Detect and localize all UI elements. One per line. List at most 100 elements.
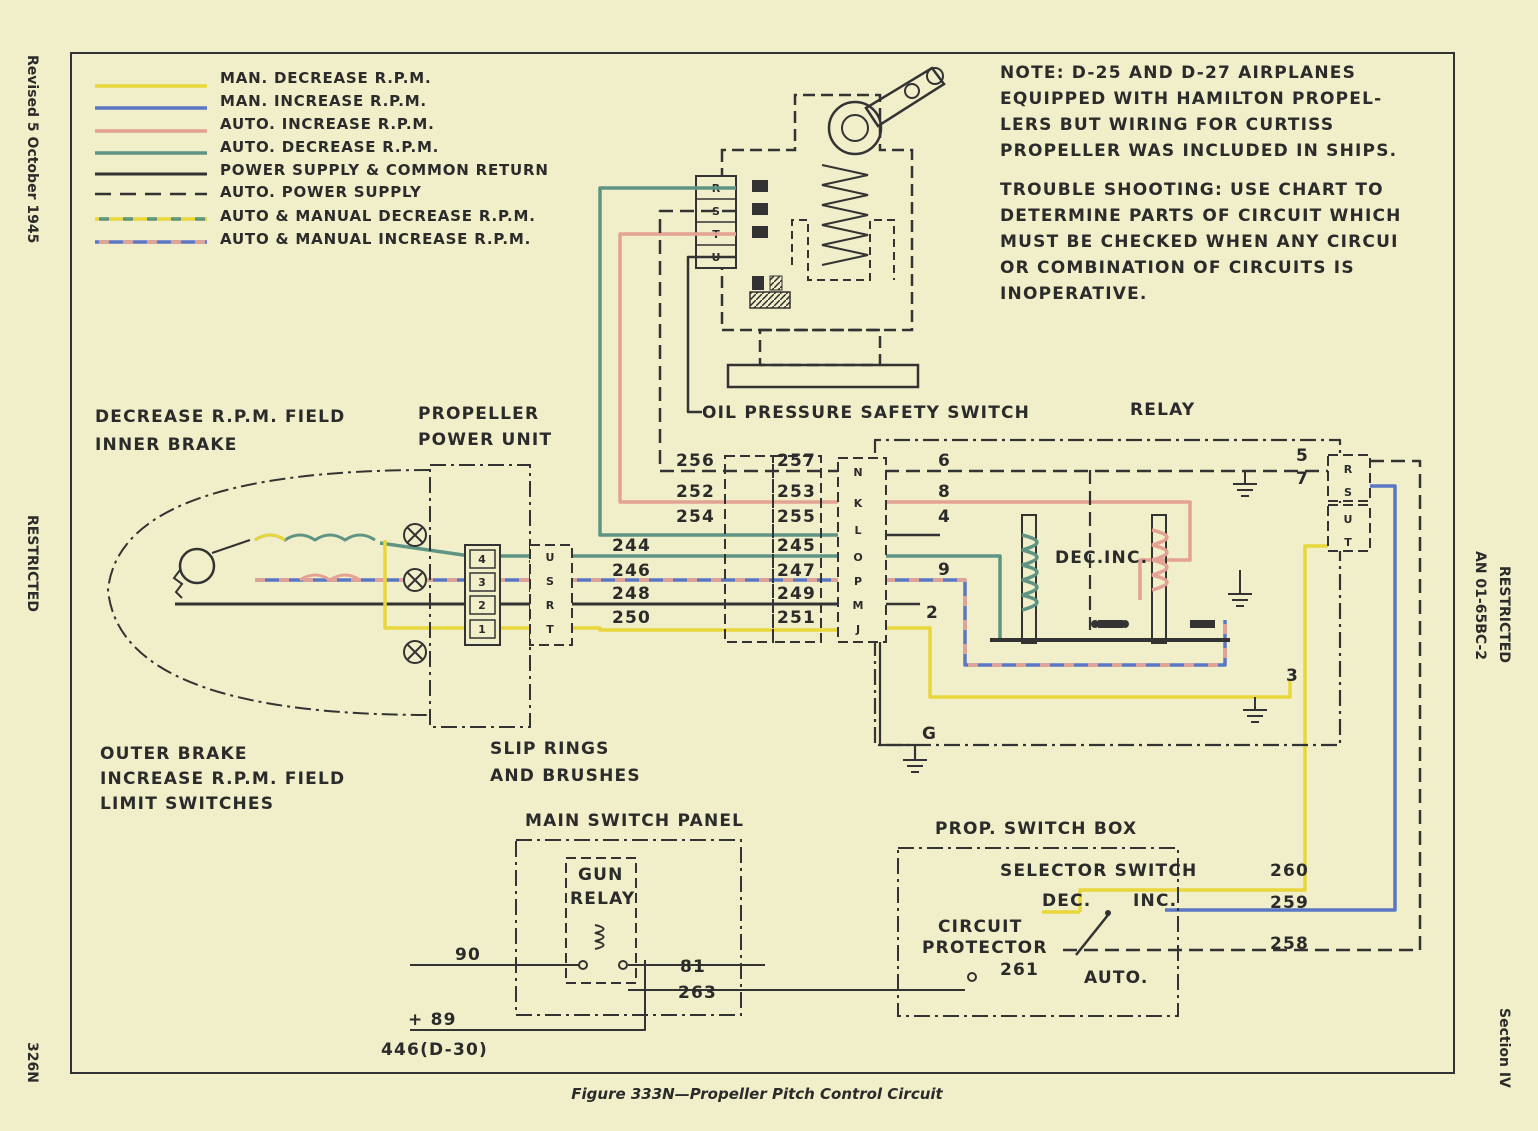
legend-label-4: AUTO. DECREASE R.P.M.	[220, 138, 439, 156]
margin-doc-number: AN 01-65BC-2	[1472, 551, 1488, 660]
label-auto: AUTO.	[1084, 968, 1149, 988]
legend-label-8: AUTO & MANUAL INCREASE R.P.M.	[220, 230, 531, 248]
wiring	[175, 186, 1422, 1031]
relay-pin-r: R	[1344, 463, 1353, 476]
wire-258: 258	[1270, 934, 1309, 954]
margin-page-number: 326N	[24, 1042, 40, 1083]
label-outer-1: OUTER BRAKE	[100, 744, 248, 764]
brush-pin-r: R	[546, 599, 555, 612]
term-6: 6	[938, 451, 951, 471]
legend-label-6: AUTO. POWER SUPPLY	[220, 183, 422, 201]
label-relay-dec: DEC.	[1055, 548, 1104, 568]
prop-switch-box	[897, 847, 1179, 1017]
label-relay-gun: RELAY	[570, 889, 635, 909]
brush-pin-s: S	[546, 575, 554, 588]
wire-254: 254	[676, 507, 715, 527]
wire-446: 446(D-30)	[381, 1040, 488, 1060]
relay-pin-s: S	[1344, 486, 1352, 499]
oil-pin-s: S	[712, 205, 720, 218]
label-outer-3: LIMIT SWITCHES	[100, 794, 274, 814]
term-2: 2	[926, 603, 939, 623]
wire-89: + 89	[408, 1010, 457, 1030]
legend-label-2: MAN. INCREASE R.P.M.	[220, 92, 427, 110]
note-block: NOTE: D-25 AND D-27 AIRPLANES EQUIPPED W…	[1000, 63, 1402, 304]
legend-label-7: AUTO & MANUAL DECREASE R.P.M.	[220, 207, 536, 225]
relay-plug: N K L O P M J	[837, 457, 887, 643]
oil-switch-label: OIL PRESSURE SAFETY SWITCH	[702, 403, 1030, 423]
label-prop-power-2: POWER UNIT	[418, 430, 552, 450]
label-prop-box: PROP. SWITCH BOX	[935, 819, 1137, 839]
label-relay: RELAY	[1130, 400, 1195, 420]
label-circuit: CIRCUIT	[938, 917, 1023, 937]
wire-248: 248	[612, 584, 651, 604]
margin-restricted-right: RESTRICTED	[1496, 566, 1512, 663]
label-protector: PROTECTOR	[922, 938, 1048, 958]
wire-250: 250	[612, 608, 651, 628]
wire-251: 251	[777, 608, 816, 628]
figure-caption: Figure 333N—Propeller Pitch Control Circ…	[571, 1085, 943, 1103]
term-g: G	[922, 724, 937, 744]
junction-block	[724, 455, 822, 643]
label-dec-field-1: DECREASE R.P.M. FIELD	[95, 407, 345, 427]
plug-pin-o: O	[853, 551, 862, 564]
label-dec-field-2: INNER BRAKE	[95, 435, 238, 455]
label-gun: GUN	[578, 865, 624, 885]
trouble-line-3: MUST BE CHECKED WHEN ANY CIRCUI	[1000, 232, 1399, 252]
slip-rings: 4 3 2 1	[464, 544, 501, 646]
plug-pin-l: L	[854, 524, 861, 537]
label-prop-power-1: PROPELLER	[418, 404, 539, 424]
wire-90: 90	[455, 945, 481, 965]
wire-246: 246	[612, 561, 651, 581]
plug-pin-k: K	[854, 497, 863, 510]
wire-244: 244	[612, 536, 651, 556]
wire-81: 81	[680, 957, 706, 977]
plug-pin-n: N	[853, 466, 862, 479]
label-relay-inc: INC.	[1104, 548, 1148, 568]
grounds	[903, 470, 1267, 773]
term-7: 7	[1296, 469, 1309, 489]
propeller-motor	[106, 464, 531, 728]
wire-257: 257	[777, 451, 816, 471]
ring-pin-1: 1	[478, 623, 486, 636]
relay-terminals: R S U T	[1327, 454, 1371, 552]
note-line-2: EQUIPPED WITH HAMILTON PROPEL-	[1000, 89, 1382, 109]
wire-256: 256	[676, 451, 715, 471]
ring-pin-4: 4	[478, 553, 486, 566]
wire-252: 252	[676, 482, 715, 502]
wire-261: 261	[1000, 960, 1039, 980]
trouble-line-1: TROUBLE SHOOTING: USE CHART TO	[1000, 180, 1384, 200]
wire-260: 260	[1270, 861, 1309, 881]
plug-pin-m: M	[853, 599, 864, 612]
brush-pin-t: T	[546, 623, 554, 636]
legend-label-3: AUTO. INCREASE R.P.M.	[220, 115, 435, 133]
wire-249: 249	[777, 584, 816, 604]
note-line-4: PROPELLER WAS INCLUDED IN SHIPS.	[1000, 141, 1397, 161]
wire-263: 263	[678, 983, 717, 1003]
trouble-line-2: DETERMINE PARTS OF CIRCUIT WHICH	[1000, 206, 1402, 226]
label-sel-dec: DEC.	[1042, 891, 1091, 911]
relay-coils	[990, 514, 1230, 644]
term-5: 5	[1296, 446, 1309, 466]
term-3: 3	[1286, 666, 1299, 686]
brush-connector: U S R T	[529, 544, 573, 646]
note-line-1: NOTE: D-25 AND D-27 AIRPLANES	[1000, 63, 1356, 83]
label-outer-2: INCREASE R.P.M. FIELD	[100, 769, 345, 789]
label-selector: SELECTOR SWITCH	[1000, 861, 1197, 881]
margin-section: Section IV	[1496, 1008, 1512, 1088]
wire-247: 247	[777, 561, 816, 581]
term-9: 9	[938, 560, 951, 580]
brush-pin-u: U	[546, 551, 555, 564]
label-slip-1: SLIP RINGS	[490, 739, 610, 759]
main-switch-panel	[515, 839, 742, 1016]
relay-pin-u: U	[1344, 513, 1353, 526]
wire-numbers: 256 252 254 257 253 255 244 246 248 250 …	[381, 446, 1309, 1060]
note-line-3: LERS BUT WIRING FOR CURTISS	[1000, 115, 1334, 135]
page-border	[70, 52, 1455, 1074]
wire-245: 245	[777, 536, 816, 556]
plug-pin-j: J	[855, 623, 860, 636]
legend-label-1: MAN. DECREASE R.P.M.	[220, 69, 431, 87]
margin-restricted-left: RESTRICTED	[24, 515, 40, 612]
trouble-line-4: OR COMBINATION OF CIRCUITS IS	[1000, 258, 1355, 278]
wire-255: 255	[777, 507, 816, 527]
term-8: 8	[938, 482, 951, 502]
